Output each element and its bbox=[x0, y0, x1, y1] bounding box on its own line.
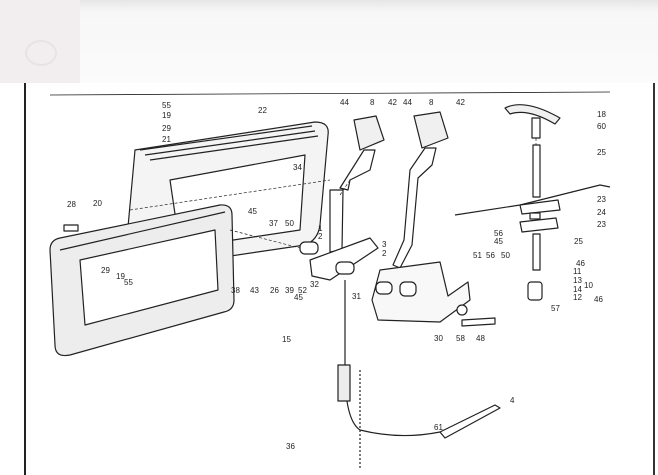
part-label: 34 bbox=[293, 163, 302, 172]
joint-10 bbox=[527, 281, 543, 301]
washer-58 bbox=[456, 304, 468, 316]
pedal-lever-1 bbox=[329, 189, 344, 253]
part-label: 26 bbox=[270, 286, 279, 295]
part-label: 8 bbox=[370, 98, 375, 107]
bolt-48 bbox=[461, 317, 496, 327]
part-label: 25 bbox=[597, 148, 606, 157]
plate-23-lower bbox=[519, 217, 559, 233]
scan-margin bbox=[0, 0, 658, 83]
part-label: 11 bbox=[573, 267, 582, 276]
page-border-right bbox=[653, 83, 655, 475]
lever-4 bbox=[439, 404, 501, 439]
part-label: 20 bbox=[93, 199, 102, 208]
part-label: 45 bbox=[248, 207, 257, 216]
part-label: 30 bbox=[434, 334, 443, 343]
part-label: 8 bbox=[429, 98, 434, 107]
part-label: 13 bbox=[573, 276, 582, 285]
t-handle-18 bbox=[504, 104, 561, 125]
bushing-3 bbox=[399, 281, 417, 297]
part-label: 61 bbox=[434, 423, 443, 432]
part-label: 24 bbox=[597, 208, 606, 217]
part-label: 19 bbox=[116, 272, 125, 281]
part-label: 45 bbox=[494, 237, 503, 246]
part-label: 50 bbox=[285, 219, 294, 228]
front-plate-window bbox=[79, 229, 219, 326]
part-label: 22 bbox=[258, 106, 267, 115]
part-label: 29 bbox=[101, 266, 110, 275]
part-label: 43 bbox=[250, 286, 259, 295]
part-label: 39 bbox=[285, 286, 294, 295]
part-label: 48 bbox=[476, 334, 485, 343]
part-label: 23 bbox=[597, 220, 606, 229]
part-label: 12 bbox=[573, 293, 582, 302]
part-label: 45 bbox=[294, 293, 303, 302]
part-label: 42 bbox=[456, 98, 465, 107]
part-label: 28 bbox=[67, 200, 76, 209]
part-label: 60 bbox=[597, 122, 606, 131]
part-label: 19 bbox=[162, 111, 171, 120]
part-label: 56 bbox=[494, 229, 503, 238]
bracket-30 bbox=[371, 261, 471, 323]
pedal-pad-right bbox=[413, 111, 449, 149]
screw-28 bbox=[63, 224, 79, 232]
part-label: 46 bbox=[576, 259, 585, 268]
part-label: 29 bbox=[162, 124, 171, 133]
bushing-31 bbox=[335, 261, 355, 275]
part-label: 44 bbox=[403, 98, 412, 107]
part-label: 57 bbox=[551, 304, 560, 313]
part-label: 23 bbox=[597, 195, 606, 204]
bushing-26 bbox=[299, 241, 319, 255]
rod-25-lower bbox=[532, 233, 541, 271]
spacer-24 bbox=[529, 212, 541, 220]
part-label: 44 bbox=[340, 98, 349, 107]
part-label: 1 bbox=[318, 224, 323, 233]
part-label: 52 bbox=[298, 286, 307, 295]
top-rule bbox=[49, 91, 611, 96]
part-label: 38 bbox=[231, 286, 240, 295]
part-label: 25 bbox=[574, 237, 583, 246]
part-label: 18 bbox=[597, 110, 606, 119]
handle-socket bbox=[531, 117, 541, 139]
part-label: 50 bbox=[501, 251, 510, 260]
part-label: 32 bbox=[310, 280, 319, 289]
part-label: 51 bbox=[473, 251, 482, 260]
part-label: 14 bbox=[573, 285, 582, 294]
pedal-arm-right bbox=[392, 147, 437, 269]
pedal-arm-left bbox=[339, 149, 376, 191]
rod-25-upper bbox=[532, 144, 541, 198]
part-label: 55 bbox=[162, 101, 171, 110]
page-border-left bbox=[24, 83, 26, 475]
part-label: 21 bbox=[162, 135, 171, 144]
part-label: 3 bbox=[382, 240, 387, 249]
part-label: 37 bbox=[269, 219, 278, 228]
pedal-pad-left bbox=[353, 115, 385, 151]
cable-sleeve bbox=[337, 364, 351, 402]
part-label: 2 bbox=[382, 249, 387, 258]
part-label: 36 bbox=[286, 442, 295, 451]
part-label: 2 bbox=[318, 232, 323, 241]
part-label: 4 bbox=[510, 396, 515, 405]
plate-23-upper bbox=[519, 199, 561, 215]
faded-logo bbox=[25, 40, 57, 66]
part-label: 58 bbox=[456, 334, 465, 343]
part-label: 10 bbox=[584, 281, 593, 290]
bracket-left bbox=[309, 237, 379, 281]
part-label: 42 bbox=[388, 98, 397, 107]
bushing-2 bbox=[375, 281, 393, 295]
part-label: 31 bbox=[352, 292, 361, 301]
part-label: 46 bbox=[594, 295, 603, 304]
floor-line bbox=[454, 184, 611, 216]
part-label: 15 bbox=[282, 335, 291, 344]
part-label: 55 bbox=[124, 278, 133, 287]
part-label: 56 bbox=[486, 251, 495, 260]
